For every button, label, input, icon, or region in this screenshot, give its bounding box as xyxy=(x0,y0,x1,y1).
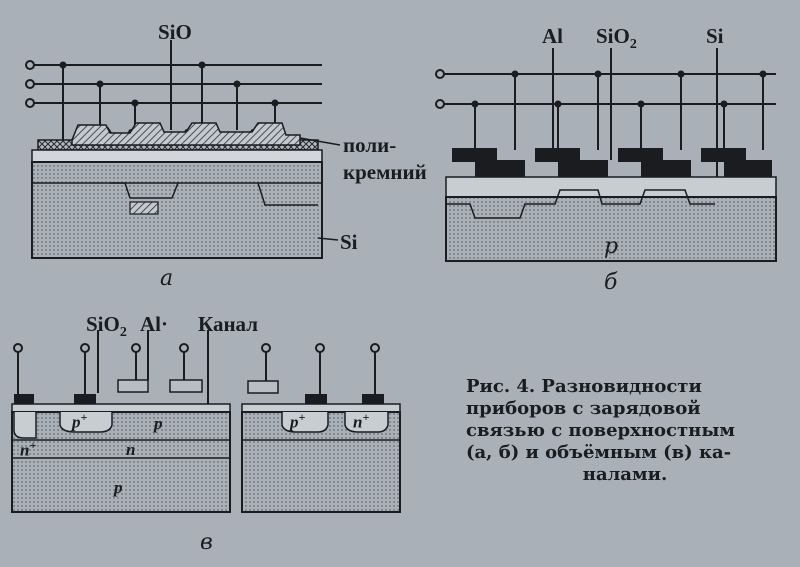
caption-line: налами. xyxy=(582,464,668,485)
panel-b-label-sio2: SiO2 xyxy=(596,24,637,53)
panel-b-substrate xyxy=(445,196,777,262)
caption-line: связью с поверхностным xyxy=(466,420,736,441)
panel-v-label-p-sub: p xyxy=(114,478,123,497)
panel-a-nodes xyxy=(59,61,279,107)
panel-v-letter: в xyxy=(200,530,213,555)
caption-line: (а, б) и объёмным (в) ка- xyxy=(466,442,732,463)
panel-a-contacts xyxy=(62,40,276,142)
panel-v-label-channel: Канал xyxy=(198,312,259,336)
panel-a-substrate xyxy=(31,161,323,259)
panel-a-label-poly: поли- xyxy=(343,133,397,157)
panel-b xyxy=(435,48,777,262)
panel-v-label-al: Al· xyxy=(140,312,169,336)
panel-v-right xyxy=(241,343,401,513)
panel-a-letter: a xyxy=(160,266,174,291)
panel-b-electrodes xyxy=(452,148,772,177)
panel-b-label-al: Al xyxy=(542,24,563,48)
panel-b-label-si: Si xyxy=(706,24,724,48)
panel-b-label-p: p xyxy=(604,234,619,259)
panel-a-terminals xyxy=(25,60,35,108)
panel-a-oxide xyxy=(31,149,323,163)
panel-b-letter: б xyxy=(604,270,618,295)
panel-v-label-p-plus: p+ xyxy=(72,410,88,432)
panel-a-polysilicon-upper xyxy=(71,122,301,146)
panel-a-label-poly-2: кремний xyxy=(343,160,427,184)
caption-line: приборов с зарядовой xyxy=(466,398,701,419)
panel-v-label-n-plus: n+ xyxy=(20,438,37,460)
panel-v-right-label-p-plus: p+ xyxy=(290,410,306,432)
panel-v-label-n: n xyxy=(126,440,136,459)
panel-v-left xyxy=(11,330,231,513)
panel-a-label-si: Si xyxy=(340,230,358,254)
panel-v-label-p: p xyxy=(154,414,163,433)
panel-a xyxy=(25,40,341,259)
panel-v-right-label-n-plus: n+ xyxy=(353,410,370,432)
panel-v-label-sio2: SiO2 xyxy=(86,312,127,341)
panel-a-bus-lines xyxy=(30,64,322,104)
figure-caption: Рис. 4. Разновидности приборов с зарядов… xyxy=(466,376,784,486)
caption-line: Рис. 4. Разновидности xyxy=(466,376,702,397)
panel-a-label-sio: SiO xyxy=(158,20,192,44)
